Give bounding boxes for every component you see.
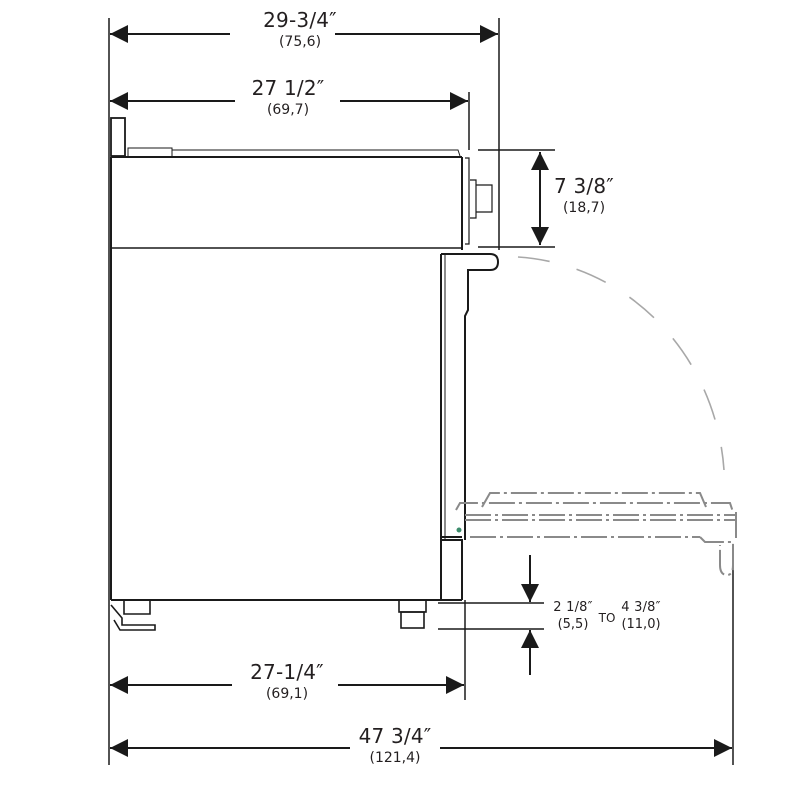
dim-imperial: 27 1/2″ <box>251 76 325 100</box>
dim-imperial: 7 3/8″ <box>554 174 614 198</box>
dim-cabinet-depth: 27-1/4″ (69,1) <box>250 662 324 701</box>
dim-depth-door-open: 47 3/4″ (121,4) <box>359 726 432 765</box>
dim-metric: (69,7) <box>266 102 310 118</box>
dim-overall-depth: 29-3/4″ (75,6) <box>263 10 337 49</box>
dim-metric: (18,7) <box>562 200 606 216</box>
dim-imperial: 4 3/8″ <box>621 600 661 615</box>
range-body <box>110 117 500 601</box>
leveling-legs <box>110 599 427 631</box>
dim-metric: (11,0) <box>621 617 661 632</box>
dim-leg-adjust-to: TO <box>598 611 616 625</box>
dim-metric: (121,4) <box>369 750 421 766</box>
dim-metric: (5,5) <box>557 617 589 632</box>
dim-metric: (75,6) <box>278 34 322 50</box>
dim-imperial: 29-3/4″ <box>263 8 337 32</box>
open-door-ghost <box>455 492 737 577</box>
dim-depth-to-backguard: 27 1/2″ (69,7) <box>252 78 325 117</box>
dim-control-panel-height: 7 3/8″ (18,7) <box>554 176 614 215</box>
door-swing-arc <box>517 256 725 471</box>
dim-leg-adjust-min: 2 1/8″ (5,5) <box>553 601 592 631</box>
dim-imperial: 2 1/8″ <box>553 600 593 615</box>
dim-imperial: 27-1/4″ <box>250 660 324 684</box>
dim-leg-adjust-max: 4 3/8″ (11,0) <box>621 601 660 631</box>
door-hinge-dot <box>456 527 462 533</box>
dim-imperial: 47 3/4″ <box>358 724 432 748</box>
dim-metric: (69,1) <box>265 686 309 702</box>
extension-lines <box>108 18 734 765</box>
